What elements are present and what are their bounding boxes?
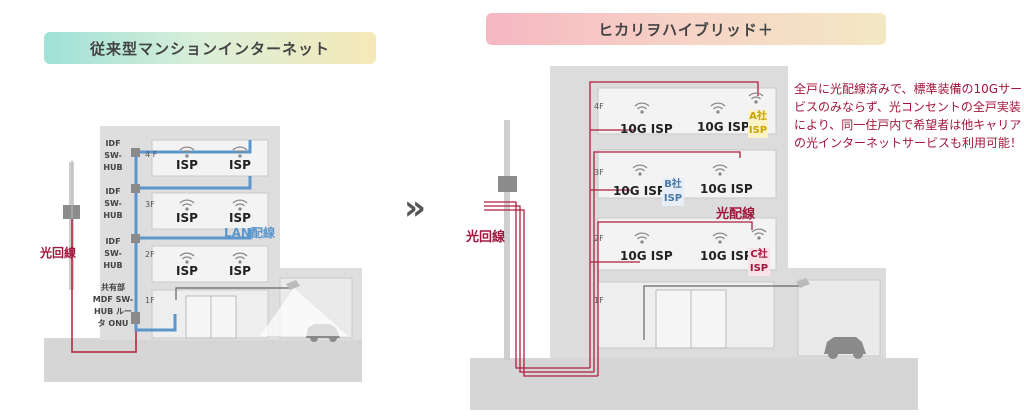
traditional-title: 従来型マンションインターネット	[44, 32, 376, 64]
isp-4f-a: ISP	[176, 158, 198, 172]
isp-3f-b: ISP	[229, 211, 251, 225]
carrier-c-name: C社	[750, 249, 768, 260]
right-floor-3: 3F	[594, 168, 604, 177]
carrier-a-badge: A社 ISP	[748, 110, 768, 138]
right-floor-2: 2F	[594, 234, 604, 243]
wifi-icons-left	[179, 146, 248, 264]
hybrid-description-note: 全戸に光配線済みで、標準装備の10Gサービスのみならず、光コンセントの全戸実装に…	[794, 82, 1023, 150]
left-floor-1: 1F	[145, 296, 155, 305]
carrier-b-name: B社	[664, 179, 682, 190]
isp10g-2f-a: 10G ISP	[620, 249, 673, 263]
isp-2f-a: ISP	[176, 264, 198, 278]
lan-wiring-label: LAN配線	[224, 226, 275, 240]
wifi-icons-right	[632, 92, 767, 244]
left-fiber-label: 光回線	[40, 246, 77, 260]
idf-switch-2f: IDF SW-HUB	[103, 237, 123, 270]
carrier-b-isp: ISP	[663, 193, 683, 204]
car-icon-right	[824, 337, 866, 359]
idf-switch-3f: IDF SW-HUB	[103, 187, 123, 220]
idf-switch-4f: IDF SW-HUB	[103, 139, 123, 172]
isp-2f-b: ISP	[229, 264, 251, 278]
right-floor-4: 4F	[594, 102, 604, 111]
right-fiber-label: 光回線	[466, 230, 506, 245]
hybrid-title: ヒカリヲハイブリッド＋	[486, 13, 886, 45]
left-floor-3: 3F	[145, 200, 155, 209]
mdf-equipment-label: 共有部 MDF SW-HUB ルータ ONU	[92, 283, 134, 328]
isp10g-3f-a: 10G ISP	[613, 184, 666, 198]
isp-3f-a: ISP	[176, 211, 198, 225]
fiber-wiring-label: 光配線	[716, 207, 756, 222]
isp-4f-b: ISP	[229, 158, 251, 172]
transition-arrow-icon: »	[404, 188, 426, 228]
carrier-a-name: A社	[749, 111, 767, 122]
carrier-c-badge: C社 ISP	[748, 248, 770, 276]
carrier-c-isp: ISP	[749, 263, 769, 274]
carrier-b-badge: B社 ISP	[662, 178, 684, 206]
right-floor-1: 1F	[594, 296, 604, 305]
left-floor-2: 2F	[145, 250, 155, 259]
carrier-a-isp: ISP	[748, 125, 768, 136]
isp10g-4f-b: 10G ISP	[697, 120, 750, 134]
utility-pole-icon-right	[498, 120, 517, 360]
isp10g-4f-a: 10G ISP	[620, 122, 673, 136]
left-building	[44, 126, 362, 382]
left-floor-4: 4 F	[145, 150, 158, 159]
isp10g-2f-b: 10G ISP	[700, 249, 753, 263]
isp10g-3f-b: 10G ISP	[700, 182, 753, 196]
right-building	[470, 66, 918, 410]
